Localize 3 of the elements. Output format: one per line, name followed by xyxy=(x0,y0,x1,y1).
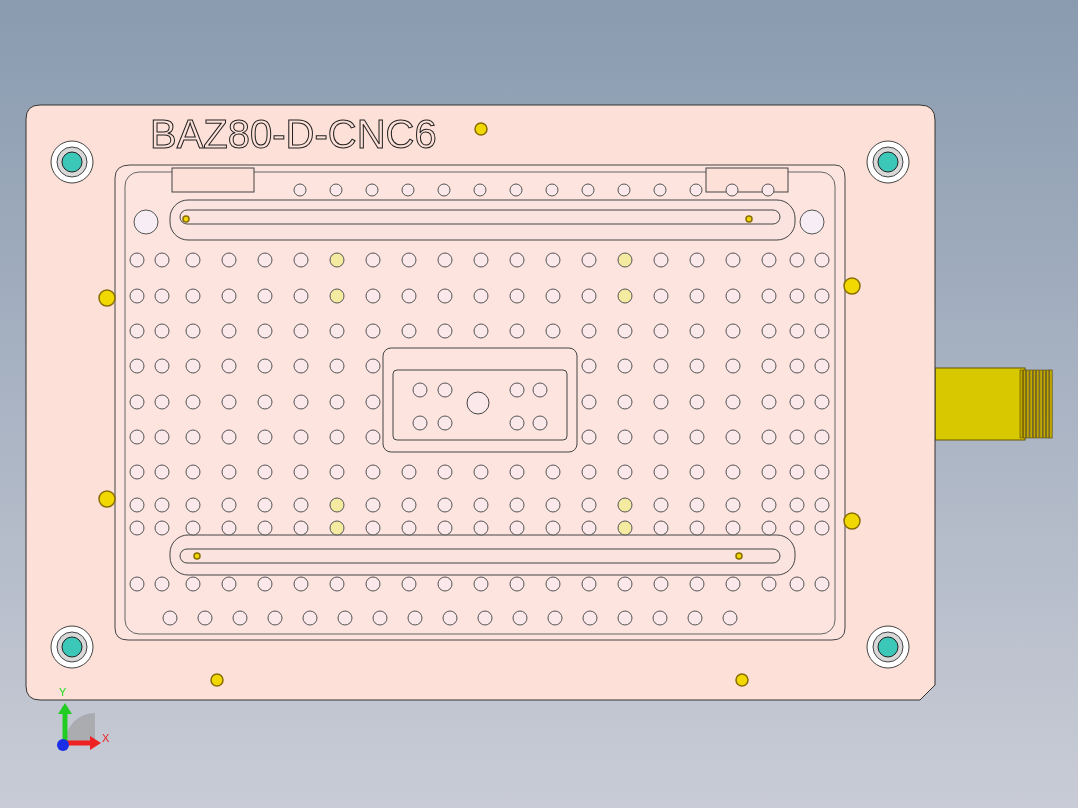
engraved-part-number: BAZ80-D-CNC6 xyxy=(150,114,437,154)
axis-label: X xyxy=(102,733,110,744)
axis-label: Y xyxy=(59,687,67,698)
